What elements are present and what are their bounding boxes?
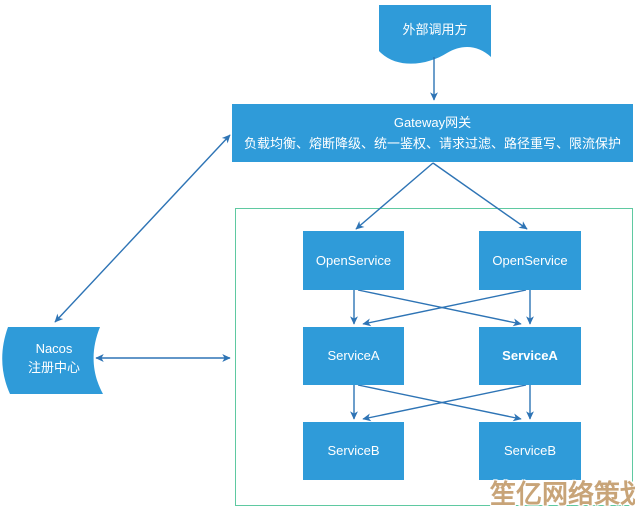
arrow-openservice-left-to-servicea-right	[357, 289, 522, 327]
arrow-openservice-right-to-servicea-left	[362, 289, 527, 327]
arrow-gateway-to-openservice-left	[355, 162, 434, 230]
openservice-node-left: OpenService	[303, 231, 404, 290]
arrow-gateway-to-openservice-right	[432, 162, 528, 230]
servicea-node-left: ServiceA	[303, 327, 404, 385]
watermark-text: 笙亿网络策划	[490, 479, 635, 508]
gateway-node: Gateway网关 负载均衡、熔断降级、统一鉴权、请求过滤、路径重写、限流保护	[232, 104, 633, 162]
servicea-node-right: ServiceA	[479, 327, 581, 385]
gateway-subtitle: 负载均衡、熔断降级、统一鉴权、请求过滤、路径重写、限流保护	[243, 135, 621, 151]
connector-arrows	[54, 57, 534, 422]
arrow-gateway-nacos-bidirectional	[54, 134, 231, 323]
gateway-title: Gateway网关	[393, 114, 472, 130]
nacos-registry-shape	[2, 327, 103, 394]
external-caller-shape	[379, 5, 491, 64]
arrow-servicea-left-to-serviceb-right	[357, 384, 522, 422]
services-container	[235, 208, 633, 506]
arrow-servicea-right-to-serviceb-left	[362, 384, 527, 422]
serviceb-node-left: ServiceB	[303, 422, 404, 480]
openservice-node-right: OpenService	[479, 231, 581, 290]
serviceb-node-right: ServiceB	[479, 422, 581, 480]
